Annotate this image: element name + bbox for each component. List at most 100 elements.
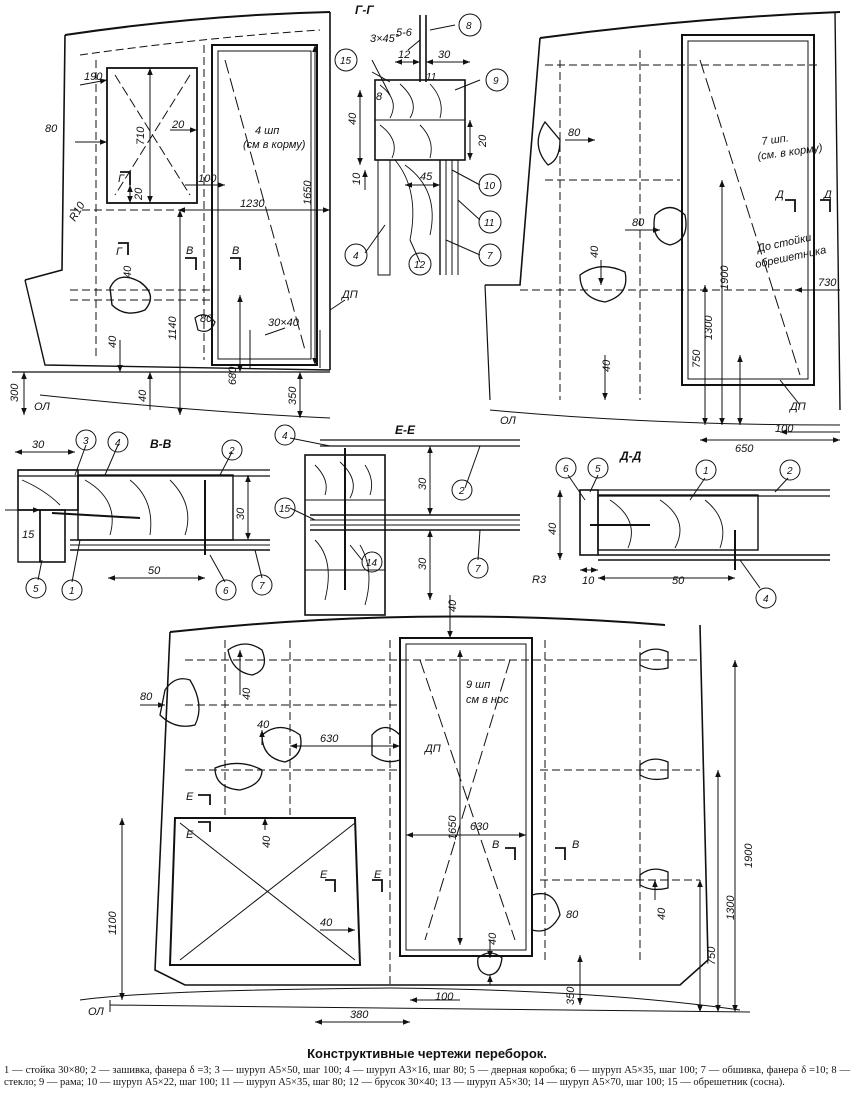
callout-15: 15 <box>279 504 291 515</box>
dim-r10: R10 <box>67 199 88 223</box>
section-ee-labels: Е-Е 30 30 4 2 15 14 7 <box>279 423 481 575</box>
dim-730: 730 <box>818 277 837 289</box>
dim-20: 20 <box>477 134 489 148</box>
top-left-dimension-labels: 190 80 710 20 20 100 1230 1650 R10 40 11… <box>9 71 358 413</box>
dim-5-6: 5-6 <box>396 27 413 39</box>
callout-10: 10 <box>484 181 496 192</box>
callout-6: 6 <box>563 464 569 475</box>
dim-50: 50 <box>672 575 685 587</box>
dim-50: 50 <box>148 565 161 577</box>
dim-80: 80 <box>140 691 153 703</box>
callout-4: 4 <box>282 431 288 442</box>
dim-40-c: 40 <box>261 835 273 848</box>
dim-80-b: 80 <box>566 909 579 921</box>
dim-100: 100 <box>435 991 454 1003</box>
top-right-bulkhead-view <box>484 11 841 443</box>
dim-80-b: 80 <box>200 313 213 325</box>
callout-6: 6 <box>223 586 229 597</box>
top-left-bulkhead-view <box>12 11 346 419</box>
section-gg-view <box>334 13 509 276</box>
section-mark-v: В <box>232 245 239 257</box>
top-right-dimension-labels: 80 80 40 1900 1300 750 40 730 650 100 Д … <box>500 127 837 455</box>
centerline-label: ДП <box>788 401 806 413</box>
section-mark-e: Е <box>186 791 194 803</box>
dim-40: 40 <box>122 265 134 278</box>
dim-100: 100 <box>775 423 794 435</box>
dim-100: 100 <box>198 173 217 185</box>
callout-11: 11 <box>426 72 436 83</box>
dim-40-e: 40 <box>320 917 333 929</box>
callout-7: 7 <box>487 251 493 262</box>
callout-4: 4 <box>115 438 121 449</box>
caption-legend: 1 — стойка 30×80; 2 — зашивка, фанера δ … <box>4 1065 850 1088</box>
dim-380: 380 <box>350 1009 369 1021</box>
callout-1: 1 <box>703 466 709 477</box>
dim-1140: 1140 <box>167 315 179 340</box>
section-mark-e: Е <box>374 869 382 881</box>
dim-20: 20 <box>171 119 185 131</box>
dim-12: 12 <box>398 49 410 61</box>
dim-30: 30 <box>417 477 429 490</box>
callout-11: 11 <box>484 218 494 229</box>
section-vv-view <box>5 429 273 601</box>
dim-1300: 1300 <box>725 895 737 920</box>
dim-650: 650 <box>735 443 754 455</box>
section-mark-e: Е <box>320 869 328 881</box>
caption-title: Конструктивные чертежи переборок. <box>307 1046 547 1061</box>
baseline-label: ОЛ <box>34 401 50 413</box>
section-mark-d: Д <box>774 189 784 201</box>
callout-3: 3 <box>83 436 89 447</box>
dim-350: 350 <box>565 986 577 1005</box>
bottom-bulkhead-view <box>79 595 751 1025</box>
dim-15: 15 <box>22 529 35 541</box>
dim-630-b: 630 <box>470 821 489 833</box>
callout-4: 4 <box>763 594 769 605</box>
baseline-label: ОЛ <box>500 415 516 427</box>
dim-20-b: 20 <box>133 187 145 201</box>
section-title-dd: Д-Д <box>619 449 642 463</box>
callout-5: 5 <box>33 584 39 595</box>
dim-1300: 1300 <box>703 315 715 340</box>
callout-1: 1 <box>69 586 75 597</box>
section-title-ee: Е-Е <box>395 423 416 437</box>
dim-630: 630 <box>320 733 339 745</box>
bulkhead-drawing: 190 80 710 20 20 100 1230 1650 R10 40 11… <box>5 3 841 1025</box>
callout-2: 2 <box>458 486 465 497</box>
bottom-dimension-labels: 40 80 40 40 630 40 1650 630 1900 1300 75… <box>88 599 755 1021</box>
callout-5: 5 <box>595 464 601 475</box>
section-title-vv: В-В <box>150 437 172 451</box>
dim-80-b: 80 <box>632 217 645 229</box>
dim-40-f: 40 <box>487 932 499 945</box>
section-mark-d: Д <box>822 189 832 201</box>
dim-750: 750 <box>691 349 703 368</box>
dim-80: 80 <box>45 123 58 135</box>
section-vv-labels: В-В 30 15 30 50 3 4 2 5 1 6 7 <box>22 436 265 597</box>
baseline-label: ОЛ <box>88 1006 104 1018</box>
centerline-label: ДП <box>340 289 358 301</box>
section-dd-labels: Д-Д 40 R3 10 50 6 5 1 2 4 <box>532 449 793 605</box>
callout-4: 4 <box>353 251 359 262</box>
dim-30-b: 30 <box>417 557 429 570</box>
dim-1100: 1100 <box>107 910 119 935</box>
section-mark-e: Е <box>186 829 194 841</box>
dim-10: 10 <box>582 575 595 587</box>
frame-note-line2: (см в корму) <box>243 139 306 151</box>
section-gg-labels: Г-Г 3×45° 5-6 12 30 8 40 20 10 45 8 9 11… <box>340 3 499 271</box>
dim-350: 350 <box>287 386 299 405</box>
dim-30: 30 <box>32 439 45 451</box>
dim-40-b: 40 <box>601 359 613 372</box>
dim-40: 40 <box>347 112 359 125</box>
dim-1650: 1650 <box>447 815 459 840</box>
dim-40: 40 <box>547 522 559 535</box>
callout-14: 14 <box>366 558 378 569</box>
callout-7: 7 <box>259 581 265 592</box>
callout-7: 7 <box>475 564 481 575</box>
dim-750: 750 <box>706 946 718 965</box>
frame-note-line1: 4 шп <box>255 125 279 137</box>
dim-40-d: 40 <box>656 907 668 920</box>
dim-30x40: 30×40 <box>268 317 300 329</box>
callout-15: 15 <box>340 56 352 67</box>
dim-1900: 1900 <box>743 843 755 868</box>
dim-1650: 1650 <box>302 180 314 205</box>
dim-r3: R3 <box>532 574 547 586</box>
